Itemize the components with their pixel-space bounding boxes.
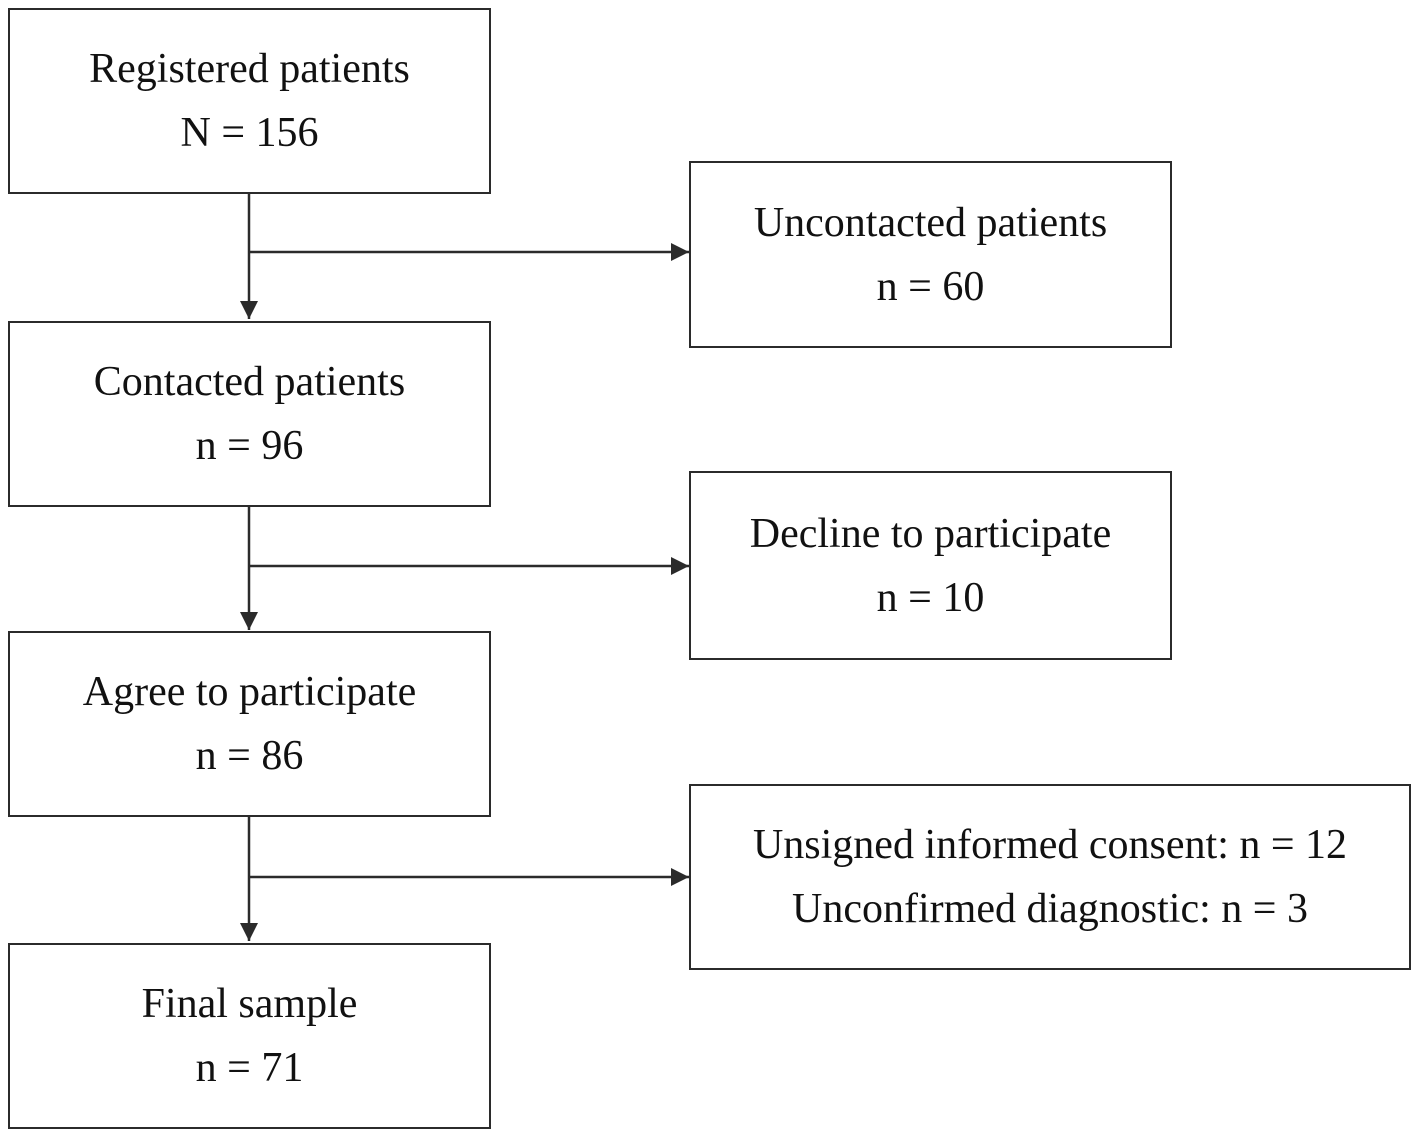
registered-patients-title: Registered patients [89,46,410,92]
unsigned-informed-consent-line: Unsigned informed consent: n = 12 [752,822,1348,868]
contacted-patients-title: Contacted patients [93,359,406,405]
decline-to-participate-count: n = 10 [876,574,985,621]
final-sample-count: n = 71 [195,1045,304,1091]
agree-to-participate-title: Agree to participate [82,669,417,715]
unconfirmed-diagnostic-line: Unconfirmed diagnostic: n = 3 [792,886,1308,932]
decline-to-participate-box: Decline to participate n = 10 [689,471,1172,660]
agree-to-participate-count: n = 86 [195,733,304,779]
uncontacted-patients-count: n = 60 [876,263,985,310]
uncontacted-patients-box: Uncontacted patients n = 60 [689,161,1172,348]
final-sample-box: Final sample n = 71 [8,943,491,1129]
contacted-patients-box: Contacted patients n = 96 [8,321,491,507]
registered-patients-count: N = 156 [180,110,319,156]
contacted-patients-count: n = 96 [195,423,304,469]
agree-to-participate-box: Agree to participate n = 86 [8,631,491,817]
registered-patients-box: Registered patients N = 156 [8,8,491,194]
decline-to-participate-title: Decline to participate [749,510,1112,557]
unsigned-unconfirmed-box: Unsigned informed consent: n = 12 Unconf… [689,784,1411,970]
final-sample-title: Final sample [141,981,358,1027]
uncontacted-patients-title: Uncontacted patients [753,199,1108,246]
